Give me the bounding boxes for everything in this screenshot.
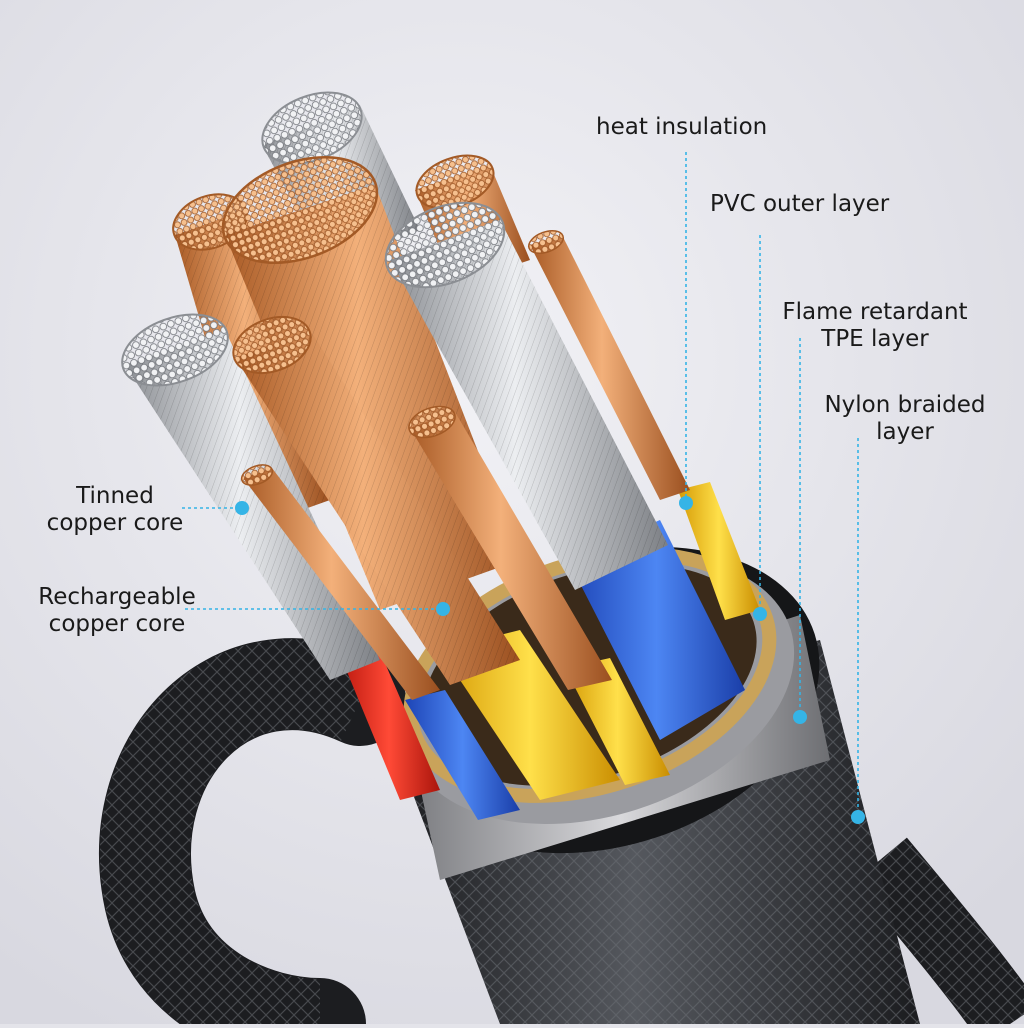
label-heat-insulation: heat insulation [596,114,768,140]
label-flame-line1: Flame retardant [782,299,968,325]
dot-recharge [436,602,450,616]
dot-pvc-outer [753,607,767,621]
label-recharge-line1: Rechargeable [38,584,196,610]
dot-nylon [851,810,865,824]
dot-heat-insulation [679,496,693,510]
label-nylon-braided: Nylon braided layer [810,392,1000,446]
label-tinned-line1: Tinned [76,483,154,509]
label-pvc-outer-layer: PVC outer layer [710,191,890,217]
bare-conductors [121,91,690,700]
label-tinned-copper-core: Tinned copper core [30,483,200,537]
label-tinned-line2: copper core [46,510,184,536]
leader-lines [182,152,859,816]
dot-flame-tpe [793,710,807,724]
label-recharge-line2: copper core [48,611,186,637]
label-rechargeable-copper-core: Rechargeable copper core [22,584,212,638]
leader-dots [235,496,865,824]
label-nylon-line1: Nylon braided [824,392,986,418]
dot-tinned [235,501,249,515]
label-flame-retardant: Flame retardant TPE layer [770,299,980,353]
braided-cable-loop [99,638,1024,1028]
label-flame-line2: TPE layer [821,326,929,352]
label-nylon-line2: layer [876,419,934,445]
